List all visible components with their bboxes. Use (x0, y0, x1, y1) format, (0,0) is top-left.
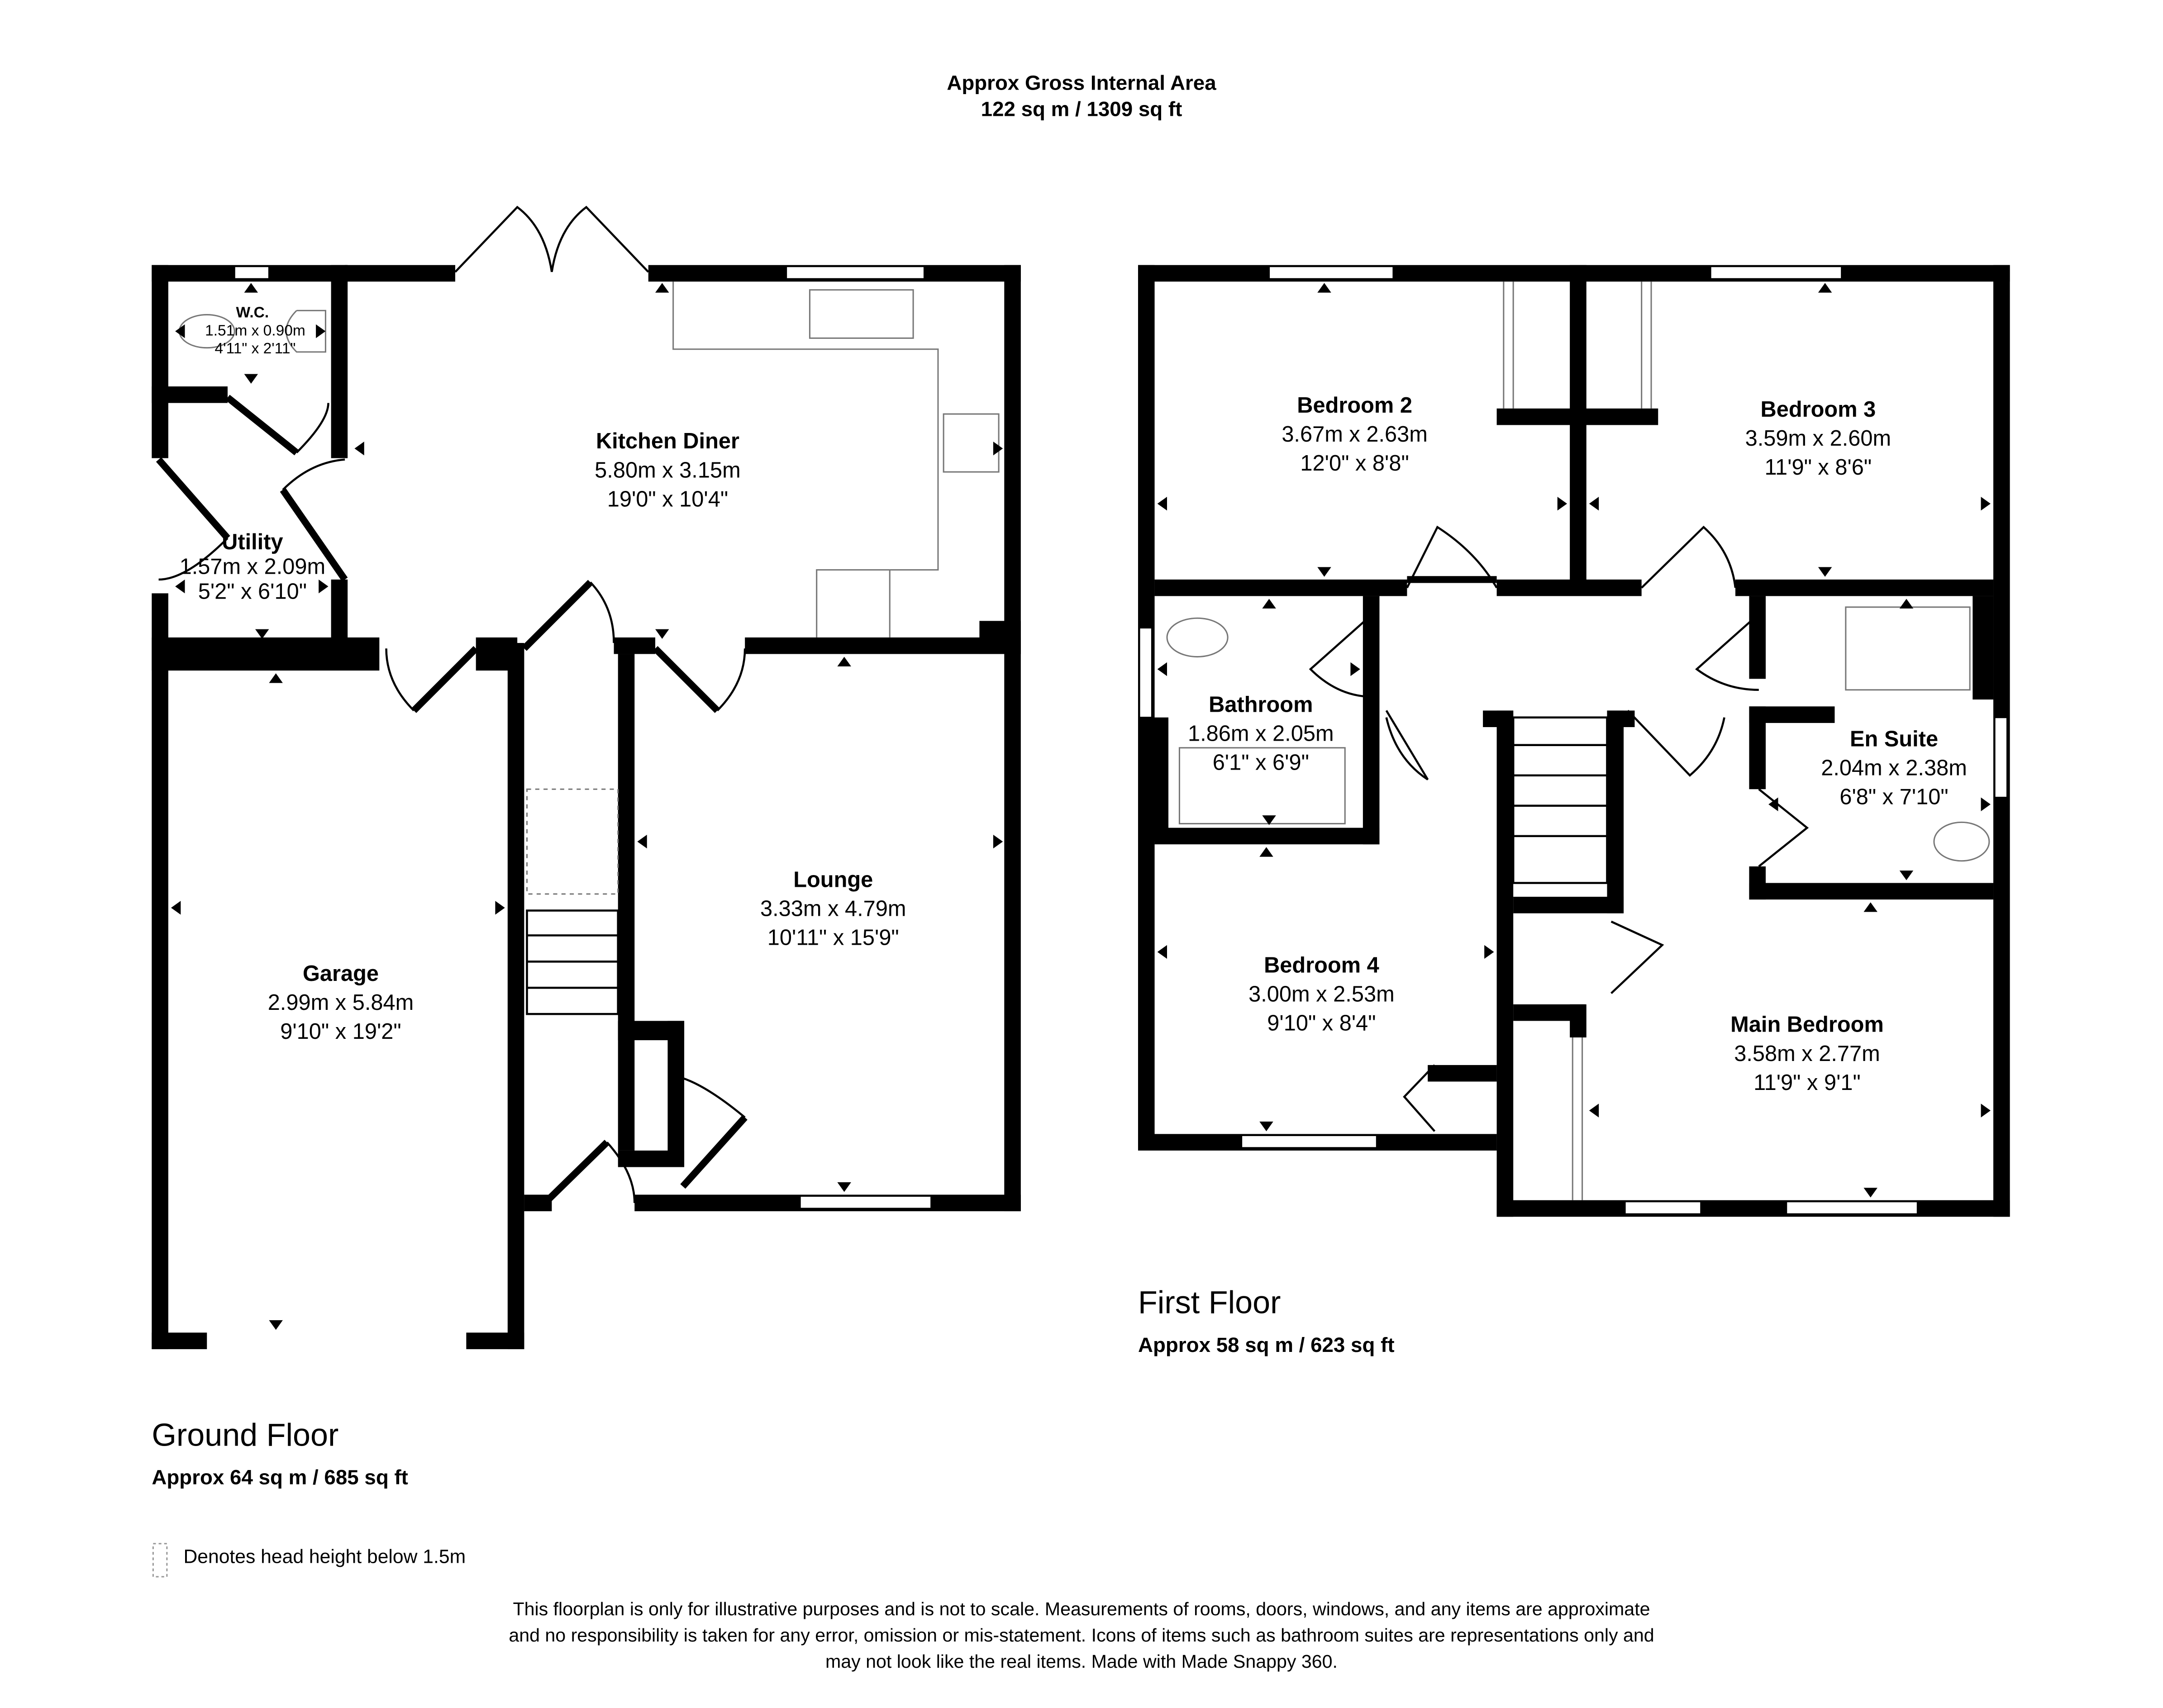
room-metric: 2.04m x 2.38m (1821, 756, 1967, 780)
room-metric: 2.99m x 5.84m (268, 990, 414, 1015)
header-area: 122 sq m / 1309 sq ft (981, 98, 1182, 121)
room-name: Garage (303, 961, 379, 986)
room-name: En Suite (1850, 727, 1938, 752)
header-title: Approx Gross Internal Area (947, 71, 1216, 95)
room-imperial: 9'10" x 8'4" (1267, 1011, 1376, 1036)
room-metric: 3.58m x 2.77m (1734, 1042, 1880, 1066)
room-metric: 3.00m x 2.53m (1248, 982, 1395, 1007)
room-name: Utility (222, 530, 283, 554)
room-imperial: 6'1" x 6'9" (1213, 751, 1309, 775)
room-imperial: 5'2" x 6'10" (198, 580, 307, 604)
room-imperial: 11'9" x 8'6" (1765, 455, 1872, 480)
room-imperial: 4'11" x 2'11" (215, 340, 296, 357)
room-metric: 1.57m x 2.09m (180, 555, 326, 579)
dashed-rectangle-icon (152, 1543, 168, 1578)
room-imperial: 6'8" x 7'10" (1839, 785, 1948, 809)
room-metric: 5.80m x 3.15m (595, 458, 741, 482)
room-metric: 3.59m x 2.60m (1745, 426, 1891, 451)
room-metric: 3.67m x 2.63m (1282, 422, 1428, 447)
disclaimer-line: This floorplan is only for illustrative … (513, 1599, 1650, 1619)
first-floor-plan: Bedroom 2 3.67m x 2.63m 12'0" x 8'8" Bed… (1138, 265, 2010, 1217)
room-imperial: 9'10" x 19'2" (280, 1019, 401, 1044)
room-imperial: 12'0" x 8'8" (1300, 451, 1409, 476)
legend-text: Denotes head height below 1.5m (183, 1546, 466, 1567)
room-name: Bedroom 3 (1761, 397, 1876, 422)
disclaimer-line: may not look like the real items. Made w… (825, 1651, 1338, 1672)
disclaimer-line: and no responsibility is taken for any e… (509, 1625, 1654, 1646)
room-imperial: 11'9" x 9'1" (1753, 1070, 1861, 1095)
room-name: Bathroom (1209, 693, 1313, 717)
room-name: Kitchen Diner (596, 429, 739, 453)
first-floor-area: Approx 58 sq m / 623 sq ft (1138, 1333, 1395, 1356)
ground-floor-area: Approx 64 sq m / 685 sq ft (152, 1466, 408, 1489)
room-imperial: 19'0" x 10'4" (607, 487, 728, 511)
first-floor-label: First Floor (1138, 1285, 1281, 1320)
room-name: Bedroom 4 (1264, 953, 1379, 978)
ground-floor-label: Ground Floor (152, 1417, 338, 1452)
room-metric: 3.33m x 4.79m (760, 897, 906, 921)
room-name: W.C. (236, 304, 269, 321)
room-name: Bedroom 2 (1297, 393, 1412, 418)
room-name: Lounge (793, 868, 873, 892)
room-imperial: 10'11" x 15'9" (767, 926, 899, 950)
room-metric: 1.86m x 2.05m (1188, 722, 1334, 746)
room-name: Main Bedroom (1730, 1013, 1884, 1037)
room-metric: 1.51m x 0.90m (205, 322, 305, 339)
ground-floor-plan: W.C. 1.51m x 0.90m 4'11" x 2'11" Utility… (152, 205, 1021, 1349)
